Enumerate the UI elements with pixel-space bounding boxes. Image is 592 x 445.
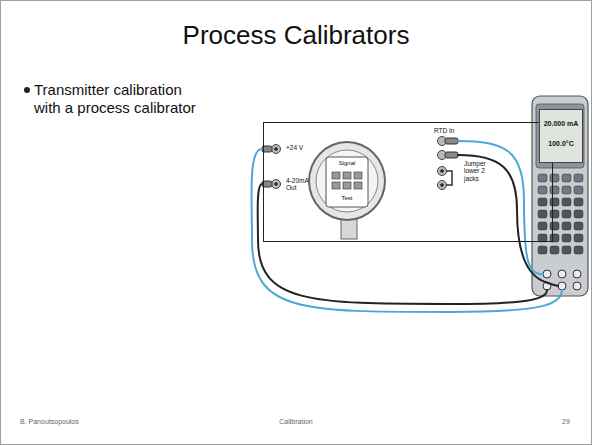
node-text: RTD In bbox=[434, 127, 454, 134]
test-leads bbox=[251, 141, 562, 312]
connection-panel: +24 V4-20mA OutRTD InJumper lower 2 jack… bbox=[263, 122, 553, 242]
transmitter-housing: SignalTest bbox=[308, 141, 386, 221]
calibrator-display: 20.000 mA 100.0°C bbox=[539, 109, 583, 163]
key-button bbox=[550, 222, 559, 230]
key-button bbox=[562, 198, 571, 206]
key-button bbox=[562, 174, 571, 182]
panel-ground bbox=[263, 122, 553, 242]
key-button bbox=[550, 198, 559, 206]
key-button bbox=[574, 234, 583, 242]
bullet-text: Transmitter calibration with a process c… bbox=[34, 81, 206, 117]
calibrator-jacks bbox=[543, 270, 581, 290]
key-button bbox=[574, 186, 583, 194]
key-button bbox=[574, 246, 583, 254]
key-button bbox=[538, 246, 547, 254]
blue-lead bbox=[251, 149, 562, 312]
key-button bbox=[562, 222, 571, 230]
footer-section: Calibration bbox=[246, 418, 346, 426]
blue-lead bbox=[458, 141, 543, 274]
key-button bbox=[574, 210, 583, 218]
key-button bbox=[562, 246, 571, 254]
key-button bbox=[562, 186, 571, 194]
key-button bbox=[538, 234, 547, 242]
transmitter-stem bbox=[341, 219, 357, 239]
key-button bbox=[574, 174, 583, 182]
process-calibrator bbox=[532, 96, 588, 296]
footer-author: B. Panoutsopoulos bbox=[20, 418, 79, 426]
black-lead bbox=[458, 155, 558, 286]
page-number: 29 bbox=[562, 418, 570, 426]
key-button bbox=[538, 186, 547, 194]
node-text: 20.000 mA bbox=[540, 120, 582, 128]
terminal-block bbox=[310, 143, 384, 219]
key-button bbox=[538, 198, 547, 206]
black-lead bbox=[258, 184, 547, 304]
key-button bbox=[538, 174, 547, 182]
key-button bbox=[538, 222, 547, 230]
bullet-dot bbox=[24, 87, 30, 93]
node-text: +24 V bbox=[286, 144, 303, 151]
key-button bbox=[574, 198, 583, 206]
node-text: 100.0°C bbox=[540, 140, 582, 148]
key-button bbox=[562, 234, 571, 242]
node-text: Jumper lower 2 jacks bbox=[464, 160, 500, 182]
key-button bbox=[550, 234, 559, 242]
key-button bbox=[574, 222, 583, 230]
key-button bbox=[538, 210, 547, 218]
key-button bbox=[550, 210, 559, 218]
key-button bbox=[550, 246, 559, 254]
node-text: Signal bbox=[310, 160, 384, 167]
power-jacks bbox=[272, 145, 281, 189]
node-text: Test bbox=[310, 195, 384, 202]
key-button bbox=[562, 210, 571, 218]
slide-title: Process Calibrators bbox=[0, 20, 592, 51]
key-button bbox=[550, 174, 559, 182]
key-button bbox=[550, 186, 559, 194]
